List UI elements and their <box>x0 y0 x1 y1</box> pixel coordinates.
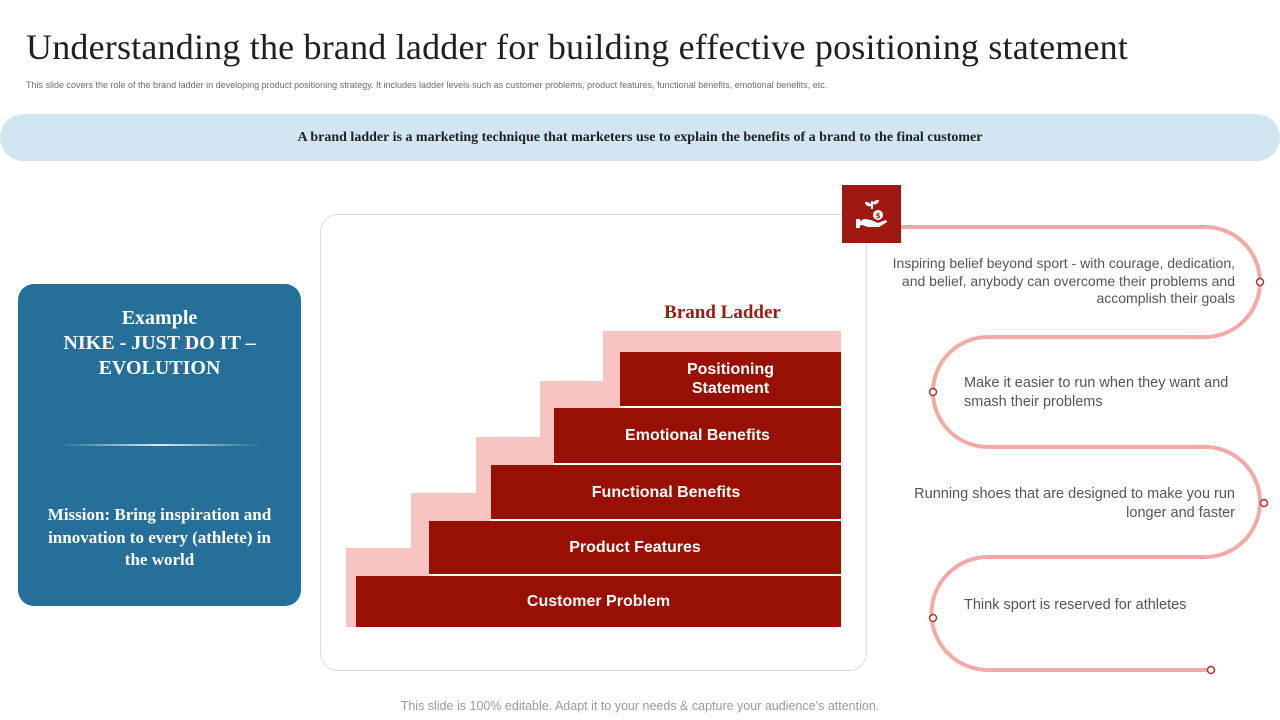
ladder-step-label: Functional Benefits <box>591 483 741 501</box>
ladder-stair-shadow-9 <box>411 493 429 577</box>
example-heading-line1: Example <box>121 307 198 329</box>
benefit-text-functional: Running shoes that are designed to make … <box>914 486 1235 521</box>
ladder-step-label: Emotional Benefits <box>625 427 770 444</box>
footer-note: This slide is 100% editable. Adapt it to… <box>400 699 880 713</box>
ladder-stair-shadow-1 <box>603 331 841 352</box>
example-divider <box>58 444 261 446</box>
definition-banner: A brand ladder is a marketing technique … <box>0 114 1280 161</box>
ladder-stair-shadow-6 <box>603 331 620 411</box>
ladder-step-label: Customer Problem <box>526 593 671 610</box>
ladder-step-product-features: Product Features <box>429 521 841 574</box>
benefit-text-positioning: Inspiring belief beyond sport - with cou… <box>892 255 1235 306</box>
example-heading-line2: NIKE - JUST DO IT – <box>63 332 256 354</box>
page-title: Understanding the brand ladder for build… <box>26 27 1129 67</box>
growth-icon-box: $ <box>842 185 901 243</box>
ladder-step-emotional-benefits: Emotional Benefits <box>554 408 841 463</box>
page-subtitle: This slide covers the role of the brand … <box>26 80 828 90</box>
ladder-stair-shadow-7 <box>540 381 554 467</box>
ladder-step-customer-problem: Customer Problem <box>356 576 841 627</box>
svg-text:$: $ <box>875 212 880 220</box>
definition-banner-text: A brand ladder is a marketing technique … <box>297 129 983 145</box>
example-card: Example NIKE - JUST DO IT – EVOLUTION Mi… <box>18 284 301 606</box>
example-heading-line3: EVOLUTION <box>98 357 221 379</box>
benefit-text-emotional: Make it easier to run when they want and… <box>964 375 1229 410</box>
ladder-step-label: Product Features <box>569 539 701 556</box>
hand-holding-money-plant-icon: $ <box>855 199 887 228</box>
ladder-step-positioning-statement: Positioning Statement <box>620 352 841 406</box>
ladder-step-label-line2: Statement <box>691 380 770 397</box>
example-mission: Mission: Bring inspiration and innovatio… <box>47 505 272 569</box>
example-heading: Example NIKE - JUST DO IT – EVOLUTION <box>28 306 291 381</box>
benefit-text-problem: Think sport is reserved for athletes <box>964 597 1187 613</box>
ladder-stair-shadow-8 <box>476 437 491 523</box>
ladder-step-functional-benefits: Functional Benefits <box>491 465 841 519</box>
ladder-step-label-line1: Positioning <box>686 361 775 378</box>
ladder-title: Brand Ladder <box>664 302 781 323</box>
